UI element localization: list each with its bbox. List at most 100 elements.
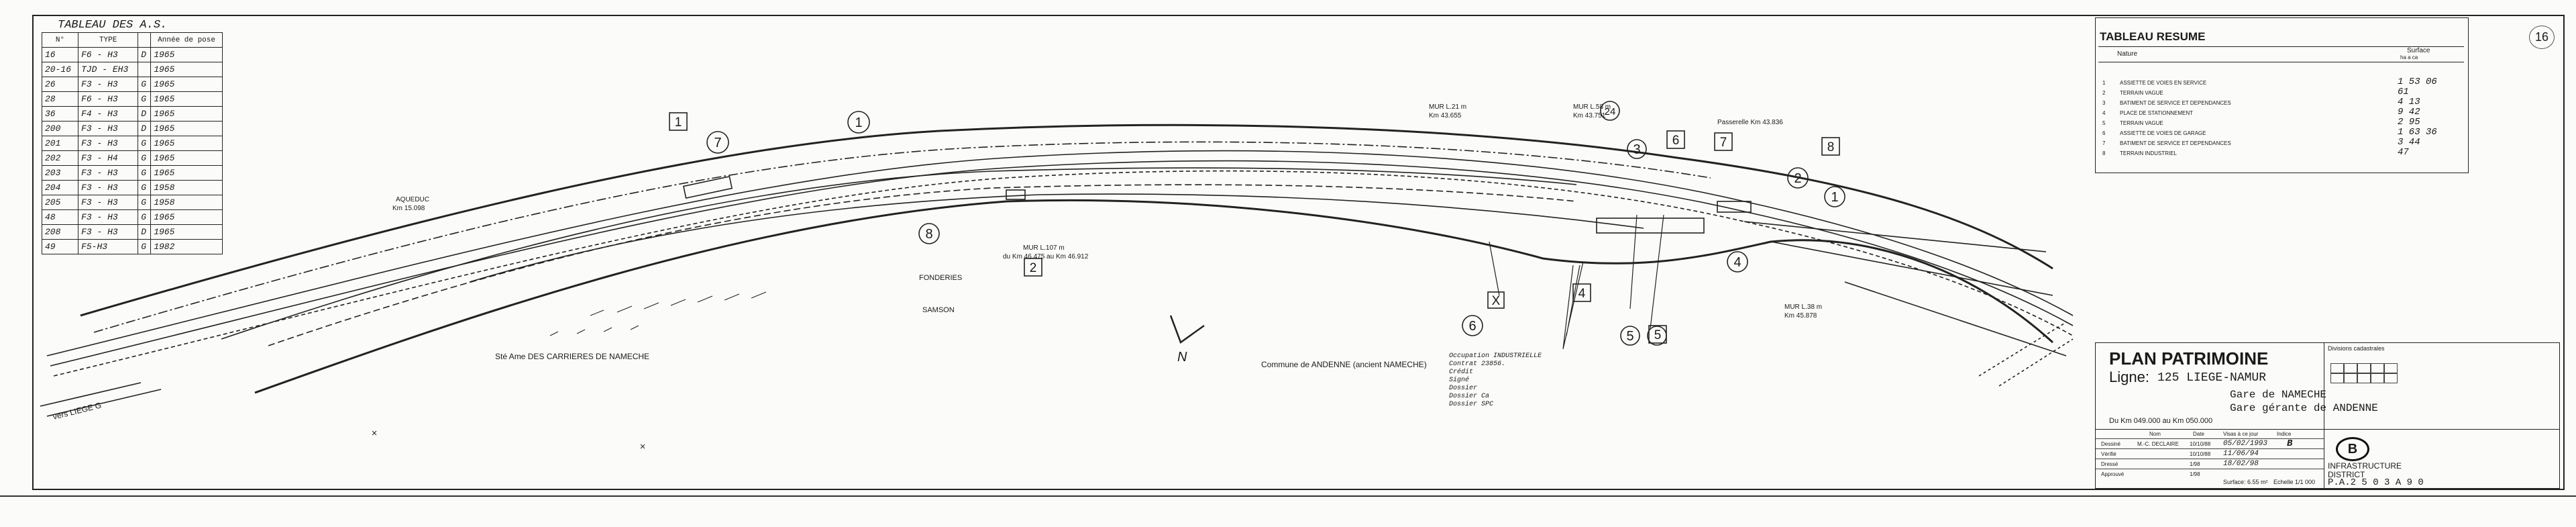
resume-row-surface: 3 44 bbox=[2398, 137, 2420, 148]
as-cell-type: F3 - H3 bbox=[78, 180, 139, 195]
wall-label: MUR L.38 m bbox=[1784, 303, 1822, 311]
boxed-number-label: 4 bbox=[1578, 287, 1586, 301]
road-line bbox=[1998, 338, 2074, 387]
signature-date: 1/98 bbox=[2190, 471, 2200, 477]
as-cell-number: 20-16 bbox=[41, 62, 79, 77]
circled-number-label: 4 bbox=[1733, 255, 1741, 270]
boxed-number-label: 5 bbox=[1654, 328, 1662, 342]
boxed-number bbox=[1572, 283, 1591, 302]
track-line bbox=[469, 193, 1644, 283]
circled-number bbox=[1787, 167, 1809, 189]
resume-row-nature: ASSIETTE DE VOIES DE GARAGE bbox=[2120, 130, 2206, 136]
signature-visa: 05/02/1993 bbox=[2223, 440, 2268, 448]
resume-row-surface: 1 53 06 bbox=[2398, 77, 2437, 87]
circled-number-label: 6 bbox=[1468, 319, 1476, 334]
boxed-number bbox=[1024, 258, 1042, 277]
signature-role: Vérifié bbox=[2101, 451, 2116, 457]
indice-value: B bbox=[2287, 438, 2293, 449]
boxed-number bbox=[669, 112, 688, 131]
boxed-number bbox=[1821, 137, 1840, 156]
callout-arrow bbox=[1562, 261, 1584, 350]
resume-row-surface: 1 63 36 bbox=[2398, 127, 2437, 138]
callout-arrow bbox=[1489, 241, 1500, 296]
quarry-label: Sté Ame DES CARRIERES DE NAMECHE bbox=[495, 352, 649, 361]
signature-visa: 11/06/94 bbox=[2223, 450, 2259, 458]
resume-row-nature: PLACE DE STATIONNEMENT bbox=[2120, 110, 2194, 116]
sheet-border bbox=[32, 15, 2565, 490]
circled-number bbox=[1462, 315, 1483, 336]
as-cell-type: F6 - H3 bbox=[78, 47, 139, 62]
as-cell-year: 1965 bbox=[150, 91, 223, 107]
building bbox=[1596, 218, 1705, 234]
circled-number bbox=[706, 131, 729, 154]
resume-row-nature: TERRAIN VAGUE bbox=[2120, 120, 2163, 126]
signature-date: 10/10/88 bbox=[2190, 451, 2211, 457]
aqueduc-label: AQUEDUC bbox=[396, 196, 429, 203]
circled-number bbox=[847, 111, 870, 134]
track-line bbox=[1743, 221, 2047, 252]
signature-row: Vérifié 10/10/88 11/06/94 bbox=[2096, 448, 2324, 459]
callout-arrow bbox=[1629, 214, 1638, 309]
samson-label: SAMSON bbox=[922, 306, 955, 314]
boxed-number-label: 8 bbox=[1827, 140, 1835, 154]
direction-label: vers LIEGE G bbox=[52, 400, 102, 421]
signature-role: Dessiné bbox=[2101, 441, 2121, 447]
resume-col-surface-units: ha a ca bbox=[2400, 54, 2418, 60]
scale-label: Echelle 1/1 000 bbox=[2273, 479, 2316, 485]
boxed-number bbox=[1648, 325, 1667, 344]
road-marker bbox=[372, 430, 645, 449]
wall-label: MUR L.21 m bbox=[1429, 103, 1466, 111]
col-visas: Visas à ce jour bbox=[2223, 431, 2259, 437]
as-cell-number: 204 bbox=[41, 180, 79, 195]
footbridge-label: Passerelle Km 43.836 bbox=[1717, 119, 1783, 126]
wall-label: MUR L.58 m bbox=[1573, 103, 1611, 111]
as-cell-year: 1982 bbox=[150, 239, 223, 254]
track-line bbox=[1770, 241, 2053, 296]
boxed-number bbox=[1714, 132, 1733, 151]
resume-row-number: 6 bbox=[2102, 130, 2106, 136]
boxed-number bbox=[1487, 291, 1505, 309]
callout-arrow bbox=[1650, 214, 1664, 330]
resume-row-nature: ASSIETTE DE VOIES EN SERVICE bbox=[2120, 80, 2207, 86]
as-cell-type: F3 - H3 bbox=[78, 165, 139, 181]
circled-number bbox=[1627, 139, 1647, 159]
signature-date: 10/10/88 bbox=[2190, 441, 2211, 447]
as-cell-year: 1965 bbox=[150, 209, 223, 225]
wall-km-label: Km 43.655 bbox=[1429, 112, 1462, 119]
track-line bbox=[268, 184, 1577, 346]
circled-number-label: 1 bbox=[1831, 190, 1838, 205]
resume-row-number: 5 bbox=[2102, 120, 2106, 126]
circled-number bbox=[1620, 326, 1640, 346]
surface-label: Surface: 6.55 m² bbox=[2223, 479, 2268, 485]
sncb-logo: B bbox=[2336, 437, 2369, 461]
signature-name: M.-C. DECLAIRE bbox=[2137, 441, 2179, 447]
resume-row-nature: TERRAIN INDUSTRIEL bbox=[2120, 150, 2177, 156]
track-line bbox=[221, 167, 1577, 340]
occupation-annotation: Occupation INDUSTRIELLE Contrat 23856. C… bbox=[1449, 352, 1542, 408]
track-line bbox=[46, 389, 162, 417]
line-label: Ligne: bbox=[2109, 369, 2149, 385]
as-cell-type: F3 - H4 bbox=[78, 150, 139, 166]
wall-km-label: Km 43.751 bbox=[1573, 112, 1606, 119]
station-name: Gare de NAMECHE bbox=[2230, 389, 2327, 401]
boundary-line bbox=[80, 124, 2053, 317]
boxed-number bbox=[1666, 130, 1685, 149]
signature-date: 1/98 bbox=[2190, 461, 2200, 467]
as-cell-type: F3 - H3 bbox=[78, 224, 139, 240]
as-table-header: N° TYPE Année de pose bbox=[41, 32, 223, 48]
circled-number-label: 1 bbox=[855, 115, 862, 130]
as-cell-year: 1965 bbox=[150, 47, 223, 62]
